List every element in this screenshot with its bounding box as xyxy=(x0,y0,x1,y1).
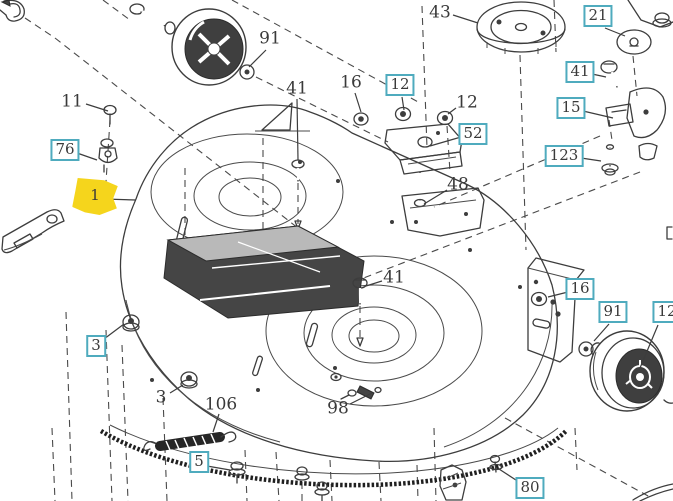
leader-line-11-0 xyxy=(85,103,109,112)
clipped-part-fragment xyxy=(666,226,673,240)
leader-line-16-3 xyxy=(354,92,362,113)
part-callout-41-15: 41 xyxy=(383,267,405,288)
baffle-plate xyxy=(163,225,365,319)
screw-80 xyxy=(489,454,503,473)
leader-line-48-8 xyxy=(423,189,448,205)
leader-line-21-9 xyxy=(604,27,626,37)
bolt-41-middle xyxy=(352,277,368,305)
leader-line-12-18 xyxy=(639,324,659,369)
pulley-43 xyxy=(476,1,566,54)
belt-guard-point xyxy=(261,102,293,131)
leader-line-12-6 xyxy=(447,107,457,115)
leader-line-43-4 xyxy=(452,14,479,24)
hardware-98 xyxy=(330,372,382,400)
part-callout-12-18[interactable]: 12 xyxy=(652,301,673,323)
part-callout-98-22: 98 xyxy=(327,398,349,419)
hanger-arm xyxy=(1,209,65,254)
idler-arm-fragment xyxy=(627,0,673,28)
bolt-123 xyxy=(601,144,619,176)
deck-skirt-edge xyxy=(99,429,568,488)
part-callout-123-12[interactable]: 123 xyxy=(544,145,584,167)
part-callout-15-11[interactable]: 15 xyxy=(556,97,586,119)
part-callout-41-2: 41 xyxy=(286,78,308,99)
wheel-bracket xyxy=(527,257,585,363)
part-callout-43-4: 43 xyxy=(429,2,451,23)
part-callout-3-20: 3 xyxy=(155,387,167,408)
corner-blade-tip xyxy=(632,483,673,501)
front-wheel xyxy=(171,8,247,86)
part-callout-91-17[interactable]: 91 xyxy=(598,301,628,323)
leader-line-91-1 xyxy=(248,49,267,68)
part-callout-52-7[interactable]: 52 xyxy=(458,123,488,145)
nut-16-right xyxy=(530,291,548,307)
leader-line-16-16 xyxy=(547,291,569,298)
part-callout-16-16[interactable]: 16 xyxy=(565,278,595,300)
hook-part xyxy=(0,0,25,22)
bolt-41-right xyxy=(600,60,619,88)
screw-bottom-b xyxy=(314,481,330,501)
screw-bottom-a xyxy=(294,466,310,481)
leader-line-12-5 xyxy=(401,96,405,111)
part-callout-41-10[interactable]: 41 xyxy=(565,61,595,83)
leader-line-41-15 xyxy=(365,280,383,287)
bracket-15 xyxy=(605,87,667,161)
part-callout-12-5[interactable]: 12 xyxy=(385,74,415,96)
leader-line-52-7 xyxy=(429,136,462,147)
bottom-bracket xyxy=(439,464,467,501)
leader-line-76-13 xyxy=(76,152,98,161)
mount-bracket xyxy=(401,187,485,237)
nut-3-lower xyxy=(180,371,198,389)
part-callout-91-1: 91 xyxy=(259,28,281,49)
tension-spring xyxy=(143,431,237,451)
part-callout-5-23[interactable]: 5 xyxy=(189,451,209,473)
screw-5 xyxy=(228,461,246,484)
part-callout-48-8: 48 xyxy=(447,174,469,195)
washer-91-right xyxy=(578,341,604,358)
part-callout-80-24[interactable]: 80 xyxy=(515,477,545,499)
bracket-52 xyxy=(384,123,463,175)
rear-wheel xyxy=(589,330,673,412)
nut-12-left xyxy=(394,106,412,122)
leader-line-41-2 xyxy=(296,98,299,161)
deck-body xyxy=(99,102,568,488)
leader-line-3-20 xyxy=(169,384,184,394)
leader-line-15-11 xyxy=(582,110,614,119)
washer-91-top xyxy=(239,64,255,80)
nut-16-top xyxy=(353,112,369,126)
part-76 xyxy=(98,138,118,173)
part-callout-21-9[interactable]: 21 xyxy=(583,5,613,27)
part-callout-12-6: 12 xyxy=(456,92,478,113)
washer-21 xyxy=(616,29,652,55)
part-callout-106-21: 106 xyxy=(204,394,238,415)
leader-line-106-21 xyxy=(212,413,220,433)
leader-line-5-23 xyxy=(206,465,231,471)
part-callout-76-13[interactable]: 76 xyxy=(50,139,80,161)
axle-bolt xyxy=(129,3,176,35)
part-callout-16-3: 16 xyxy=(340,72,362,93)
leader-line-91-17 xyxy=(593,323,610,342)
leader-line-98-22 xyxy=(349,392,373,405)
leader-line-123-12 xyxy=(580,157,602,162)
leader-line-3-19 xyxy=(103,323,125,340)
part-callout-selected-1-14[interactable]: 1 xyxy=(84,184,106,208)
part-callout-11-0: 11 xyxy=(61,91,83,112)
part-callout-3-19[interactable]: 3 xyxy=(86,335,106,357)
nut-3-upper xyxy=(122,314,140,332)
